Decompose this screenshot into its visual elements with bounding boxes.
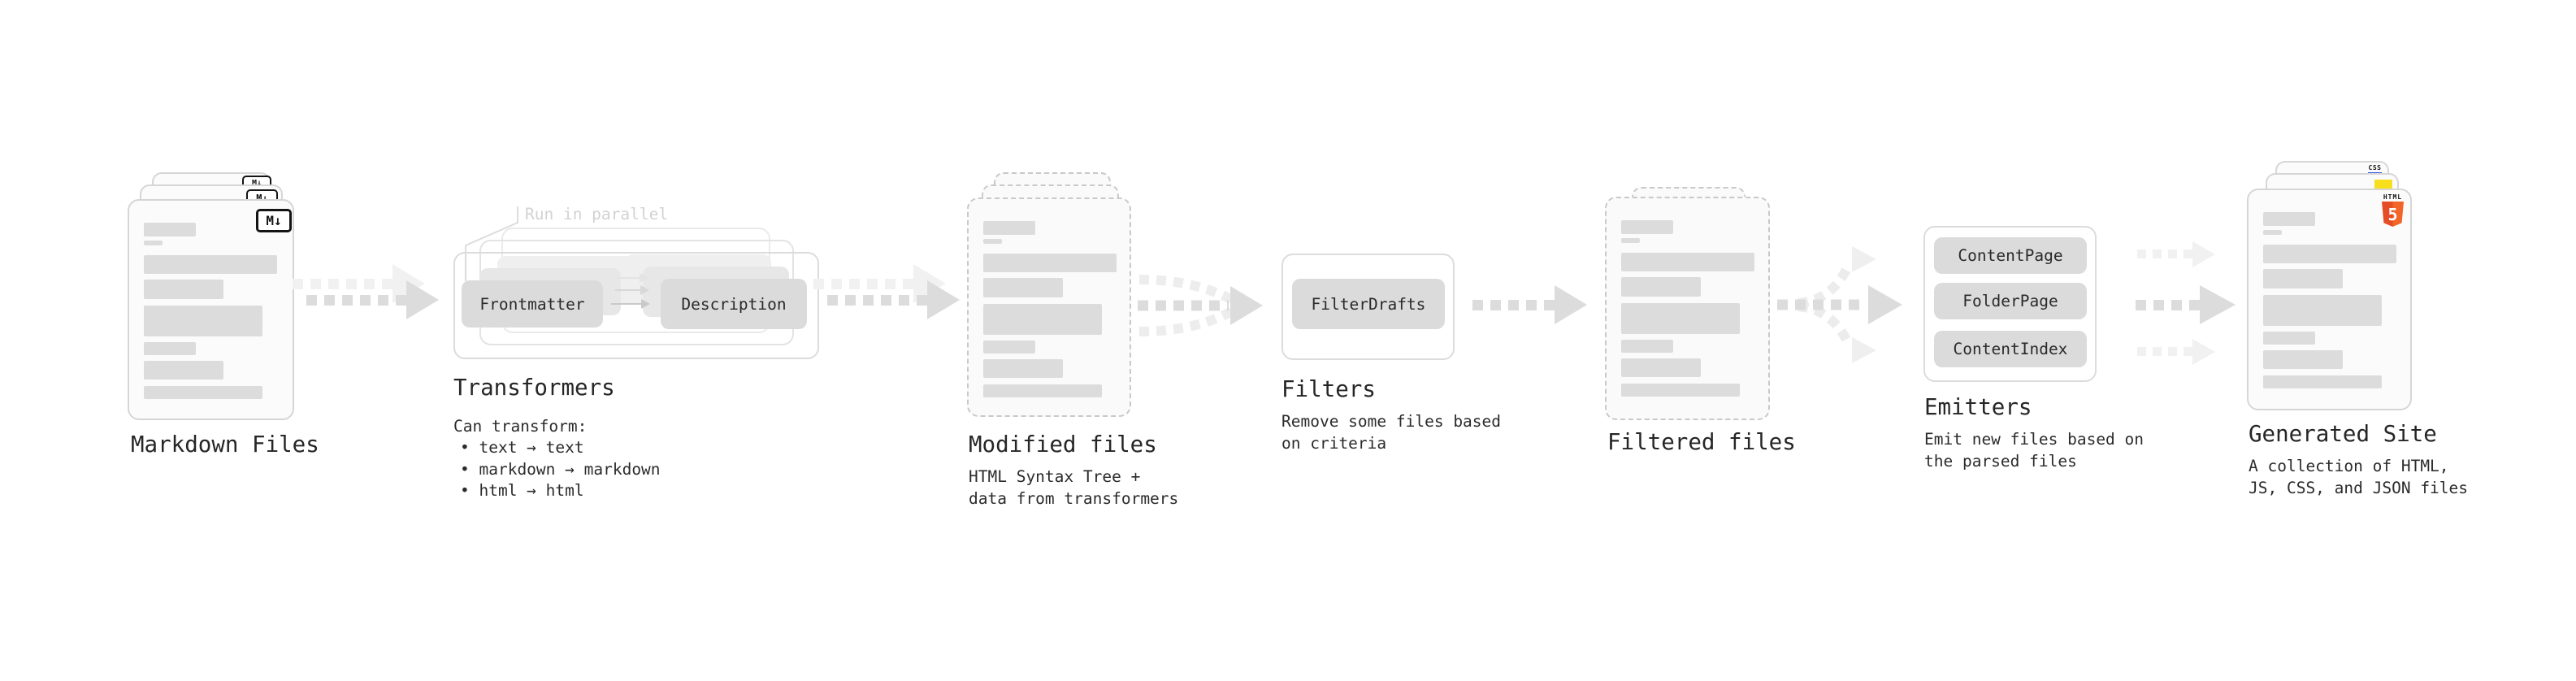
markdown-icon: M↓ <box>256 209 292 232</box>
bullet-item: • html → html <box>460 481 584 500</box>
skeleton-bar <box>1621 220 1673 234</box>
transformers-desc-title: Can transform: <box>453 417 588 436</box>
arrowhead-icon <box>2192 339 2215 365</box>
skeleton-bar <box>2263 332 2315 345</box>
arrowhead-icon <box>2192 241 2215 267</box>
dashed-arrow-icon <box>306 295 406 306</box>
mini-arrow-icon <box>611 303 642 305</box>
skeleton-bar <box>983 359 1063 378</box>
stage-label-emitters: Emitters <box>1924 394 2032 420</box>
skeleton-bar <box>2263 212 2315 226</box>
skeleton-bar <box>1621 340 1673 353</box>
dashed-arrow-icon <box>2136 300 2200 310</box>
callout-line <box>465 206 518 281</box>
transformer-node-description: Description <box>661 279 807 329</box>
css-label: CSS <box>2368 164 2382 171</box>
skeleton-bar <box>983 340 1035 354</box>
desc-line: the parsed files <box>1924 452 2077 471</box>
stage-label-transformers: Transformers <box>453 375 615 401</box>
dashed-arrow-icon <box>827 295 927 306</box>
dashed-arrow-icon <box>813 279 913 289</box>
desc-line: Emit new files based on <box>1924 430 2144 449</box>
emitter-node-contentindex: ContentIndex <box>1934 331 2087 367</box>
emitter-node-folderpage: FolderPage <box>1934 283 2087 319</box>
skeleton-bar <box>983 221 1035 235</box>
desc-line: HTML Syntax Tree + <box>969 467 1141 486</box>
desc-line: on criteria <box>1281 434 1387 453</box>
dashed-arrow-icon <box>293 279 392 289</box>
transformers-bullets: • text → text • markdown → markdown • ht… <box>460 437 661 502</box>
skeleton-bar <box>144 386 262 399</box>
skeleton-bar <box>144 223 196 236</box>
arrow-filtered-to-emitters <box>1777 246 1902 363</box>
skeleton-bar <box>2263 295 2382 326</box>
filtered-file-card <box>1605 197 1770 420</box>
html5-icon: HTML 5 <box>2382 193 2404 227</box>
js-icon <box>2374 180 2392 190</box>
skeleton-bar <box>144 361 223 380</box>
skeleton-bar <box>2263 350 2343 369</box>
dashed-arrow-icon <box>1472 300 1555 310</box>
bullet-item: • markdown → markdown <box>460 459 661 479</box>
mini-arrow-icon <box>615 289 641 291</box>
generated-site-desc: A collection of HTML, JS, CSS, and JSON … <box>2249 455 2468 499</box>
arrowhead-icon <box>406 280 439 319</box>
skeleton-bar <box>2263 269 2343 288</box>
stage-label-modified-files: Modified files <box>969 432 1157 458</box>
skeleton-bar <box>2263 245 2396 263</box>
desc-line: data from transformers <box>969 489 1179 508</box>
modified-file-card <box>967 197 1131 417</box>
skeleton-bar <box>144 342 196 355</box>
skeleton-bar <box>983 304 1102 335</box>
skeleton-bar <box>144 241 163 245</box>
stage-label-markdown-files: Markdown Files <box>131 432 319 458</box>
arrowhead-icon <box>1555 285 1587 324</box>
transformer-frame-front <box>453 252 819 359</box>
run-in-parallel-note: Run in parallel <box>525 205 669 223</box>
html5-label: HTML <box>2383 193 2403 201</box>
skeleton-bar <box>1621 384 1740 397</box>
emitter-node-contentpage: ContentPage <box>1934 237 2087 274</box>
skeleton-bar <box>1621 277 1701 297</box>
filters-desc: Remove some files based on criteria <box>1281 410 1501 454</box>
skeleton-bar <box>983 278 1063 297</box>
skeleton-bar <box>983 254 1117 272</box>
skeleton-bar <box>983 384 1102 397</box>
skeleton-bar <box>1621 238 1640 243</box>
generated-file-card: HTML 5 <box>2247 189 2412 410</box>
skeleton-bar <box>144 306 262 336</box>
mini-arrowhead-icon <box>640 285 649 295</box>
skeleton-bar <box>983 239 1002 244</box>
desc-line: A collection of HTML, <box>2249 457 2449 475</box>
desc-line: Remove some files based <box>1281 412 1502 431</box>
skeleton-bar <box>2263 230 2282 235</box>
transformer-node-frontmatter: Frontmatter <box>462 280 603 327</box>
markdown-file-card: M↓ <box>128 199 294 420</box>
arrowhead-icon <box>2200 285 2236 324</box>
emitters-desc: Emit new files based on the parsed files <box>1924 428 2144 472</box>
mini-arrowhead-icon <box>641 299 650 309</box>
skeleton-bar <box>1621 303 1740 334</box>
mini-arrow-icon <box>616 277 640 279</box>
skeleton-bar <box>2263 375 2382 388</box>
filter-node-filterdrafts: FilterDrafts <box>1292 279 1445 329</box>
stage-label-generated-site: Generated Site <box>2249 421 2437 447</box>
html5-shield: 5 <box>2382 202 2404 227</box>
stage-label-filtered-files: Filtered files <box>1607 429 1796 455</box>
modified-files-desc: HTML Syntax Tree + data from transformer… <box>969 466 1178 510</box>
arrowhead-icon <box>927 280 960 319</box>
dashed-arrow-icon <box>2137 249 2192 258</box>
stage-label-filters: Filters <box>1281 376 1376 402</box>
skeleton-bar <box>144 255 277 274</box>
skeleton-bar <box>144 280 223 299</box>
desc-line: JS, CSS, and JSON files <box>2249 479 2469 497</box>
bullet-item: • text → text <box>460 438 584 457</box>
filters-frame <box>1281 254 1455 360</box>
dashed-arrow-icon <box>2137 347 2192 356</box>
arrow-modified-to-filters <box>1138 275 1263 336</box>
skeleton-bar <box>1621 253 1754 271</box>
mini-arrowhead-icon <box>640 273 648 283</box>
skeleton-bar <box>1621 358 1701 377</box>
emitters-frame <box>1923 226 2097 382</box>
